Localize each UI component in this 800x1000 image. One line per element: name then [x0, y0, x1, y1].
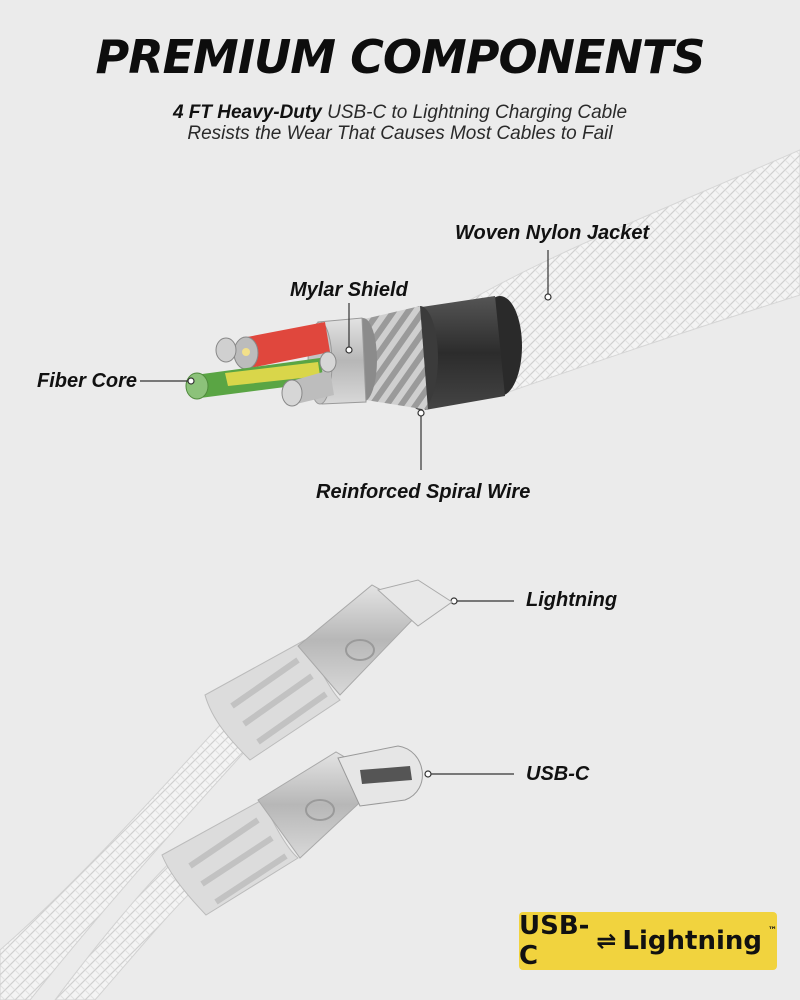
callout-lines — [140, 250, 552, 778]
woven-nylon-jacket — [469, 149, 800, 396]
inner-wires — [185, 322, 337, 407]
usbc-connector — [161, 745, 423, 916]
page-subtitle: 4 FT Heavy-Duty USB-C to Lightning Charg… — [0, 102, 800, 144]
callout-woven-nylon-jacket: Woven Nylon Jacket — [455, 222, 650, 244]
usbc-lightning-badge: USB-C ⇌ Lightning ™ — [519, 911, 777, 971]
subtitle-line2: Resists the Wear That Causes Most Cables… — [187, 123, 613, 144]
subtitle-bold: 4 FT Heavy-Duty — [172, 102, 322, 123]
badge-left: USB-C — [519, 911, 590, 971]
callout-usbc: USB-C — [526, 763, 590, 785]
badge-trademark: ™ — [768, 926, 777, 936]
callout-fiber-core: Fiber Core — [37, 370, 138, 392]
page-title: PREMIUM COMPONENTS — [95, 30, 706, 84]
callout-lightning: Lightning — [526, 589, 618, 611]
callout-mylar-shield: Mylar Shield — [290, 279, 408, 301]
lightning-connector — [204, 579, 453, 761]
swap-arrows-icon: ⇌ — [596, 927, 617, 955]
subtitle-rest: USB-C to Lightning Charging Cable — [321, 102, 628, 123]
callout-reinforced-spiral-wire: Reinforced Spiral Wire — [316, 481, 531, 503]
badge-right: Lightning — [622, 926, 762, 956]
